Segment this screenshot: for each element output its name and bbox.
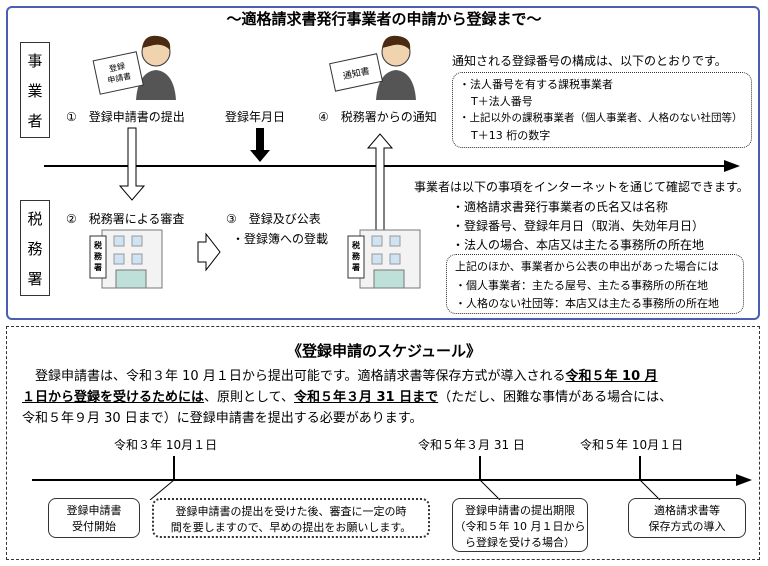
schedule-timeline — [32, 456, 752, 500]
schedule-paragraph: 登録申請書は、令和３年 10 月１日から提出可能です。適格請求書等保存方式が導入… — [22, 369, 673, 426]
svg-text:税: 税 — [94, 240, 102, 250]
svg-text:務: 務 — [94, 251, 103, 261]
box-early-submission-note: 登録申請書の提出を受けた後、審査に一定の時間を要しますので、早めの提出をお願いし… — [152, 498, 430, 538]
box-acceptance-start: 登録申請書受付開始 — [48, 498, 140, 538]
box-submission-deadline: 登録申請書の提出期限（令和５年 10 月１日からら登録を受ける場合） — [452, 498, 588, 552]
svg-text:税: 税 — [352, 240, 360, 250]
step2-label: ② 税務署による審査 — [66, 212, 185, 226]
svg-text:務: 務 — [352, 251, 361, 261]
date-label-2: 令和５年３月 31 日 — [418, 438, 525, 452]
application-label-1: 登録 — [108, 61, 126, 74]
svg-text:署: 署 — [93, 262, 102, 272]
internet-item-2: ・登録番号、登録年月日（取消、失効年月日） — [452, 219, 705, 233]
schedule-title: 《登録申請のスケジュール》 — [287, 342, 481, 360]
internet-intro: 事業者は以下の事項をインターネットを通じて確認できます。 — [414, 180, 749, 194]
reg-number-box: ・法人番号を有する課税事業者 T＋法人番号 ・上記以外の課税事業者（個人事業者、… — [452, 72, 752, 148]
tax-office-building-icon: 税 務 署 — [89, 229, 163, 289]
internet-item-1: ・適格請求書発行事業者の氏名又は名称 — [452, 200, 669, 214]
application-label-2: 申請書 — [106, 70, 132, 85]
notice-person-icon: 通知書 — [329, 35, 416, 100]
party-business: 事業者 — [20, 42, 50, 138]
step1-label: ① 登録申請書の提出 — [66, 110, 185, 124]
step3-label: ③ 登録及び公表 — [226, 212, 321, 226]
step3-sub-label: ・登録簿への登載 — [232, 232, 329, 246]
tax-office-building-icon-2: 税 務 署 — [347, 229, 421, 289]
date-label-3: 令和５年 10月１日 — [580, 438, 684, 452]
internet-item-3: ・法人の場合、本店又は主たる事務所の所在地 — [452, 238, 705, 252]
applicant-person-icon: 登録 申請書 — [92, 35, 176, 100]
process-arrows — [44, 127, 740, 272]
schedule-frame — [6, 326, 760, 560]
svg-text:署: 署 — [351, 262, 360, 272]
registration-date-label: 登録年月日 — [225, 110, 286, 124]
box-system-introduction: 適格請求書等保存方式の導入 — [628, 498, 746, 538]
page-title: ～適格請求書発行事業者の申請から登録まで～ — [0, 8, 768, 29]
internet-extra-box: 上記のほか、事業者から公表の申出があった場合には ・個人事業者：主たる屋号、主た… — [446, 254, 744, 314]
step4-label: ④ 税務署からの通知 — [318, 110, 437, 124]
reg-number-intro: 通知される登録番号の構成は、以下のとおりです。 — [452, 54, 727, 68]
party-office: 税務署 — [20, 200, 50, 296]
process-frame — [6, 6, 760, 320]
date-label-1: 令和３年 10月１日 — [114, 438, 218, 452]
